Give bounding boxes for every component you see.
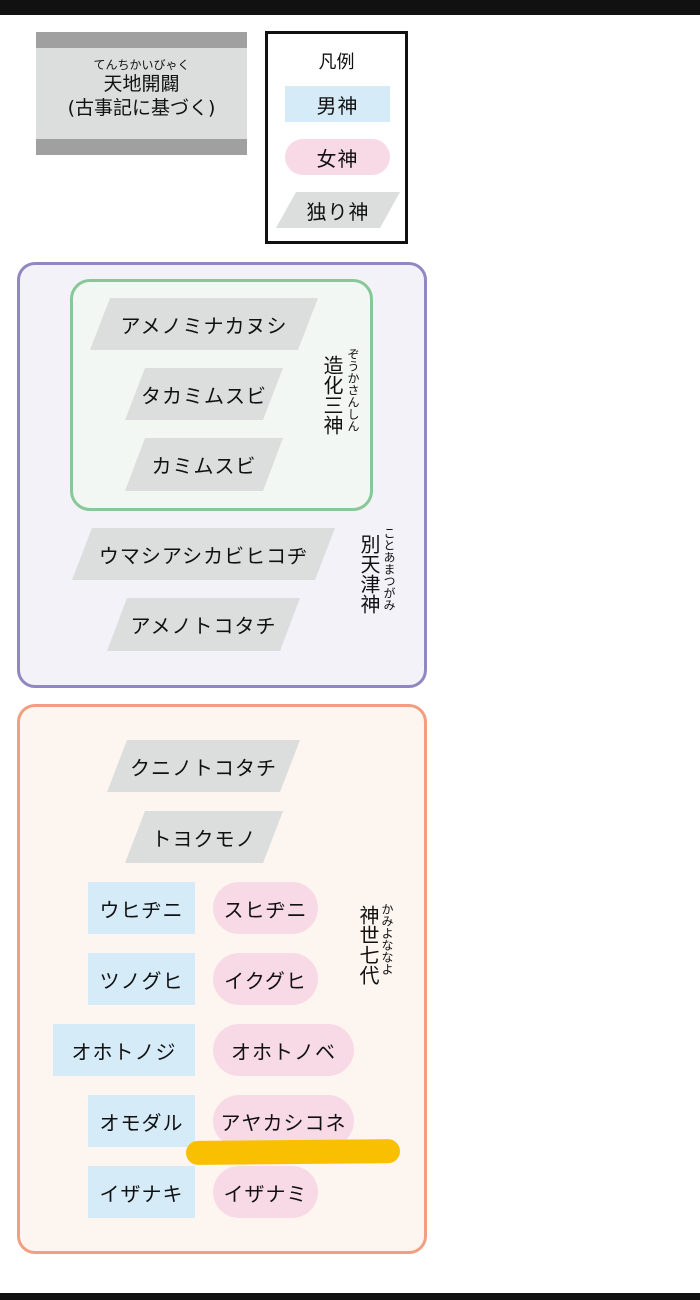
zouka-label: 造化三神: [320, 355, 344, 435]
title-ruby: てんちかいびゃく: [93, 58, 190, 72]
deity-single: カミムスビ: [125, 438, 283, 491]
deity-single: クニノトコタチ: [107, 740, 300, 792]
deity-male: ツノグヒ: [88, 953, 195, 1005]
legend-title: 凡例: [318, 52, 355, 73]
bottom-bar: [0, 1293, 700, 1300]
deity-male: イザナキ: [88, 1166, 195, 1218]
deity-male: オモダル: [88, 1095, 195, 1147]
kamiyo-label: 神世七代: [356, 905, 380, 985]
deity-male: ウヒヂニ: [88, 882, 195, 934]
deity-female: アヤカシコネ: [213, 1095, 354, 1147]
deity-female: イクグヒ: [213, 953, 318, 1005]
top-bar: [0, 0, 700, 15]
kamiyo-ruby: かみよななよ: [380, 903, 394, 975]
deity-female: イザナミ: [213, 1166, 318, 1218]
deity-single: ウマシアシカビヒコヂ: [72, 528, 335, 580]
zouka-ruby: ぞうかさんしん: [346, 348, 360, 432]
deity-single: タカミムスビ: [125, 368, 283, 420]
legend-female: 女神: [285, 139, 390, 175]
deity-single: アメノミナカヌシ: [90, 298, 318, 350]
deity-female: スヒヂニ: [213, 882, 318, 934]
title-main: 天地開闢: [103, 73, 180, 95]
legend-single: 独り神: [276, 192, 400, 228]
deity-single: アメノトコタチ: [107, 598, 300, 651]
deity-male: オホトノジ: [53, 1024, 195, 1076]
title-sub: (古事記に基づく): [67, 97, 216, 119]
deity-female: オホトノベ: [213, 1024, 354, 1076]
title-box: てんちかいびゃく 天地開闢 (古事記に基づく): [36, 32, 247, 155]
kotoamatsu-ruby: ことあまつがみ: [382, 527, 396, 611]
highlight-stroke: [185, 1139, 401, 1165]
deity-single: トヨクモノ: [125, 811, 283, 863]
legend: 凡例 男神 女神 独り神: [265, 31, 408, 244]
legend-male: 男神: [285, 86, 390, 122]
kotoamatsu-label: 別天津神: [357, 534, 381, 614]
